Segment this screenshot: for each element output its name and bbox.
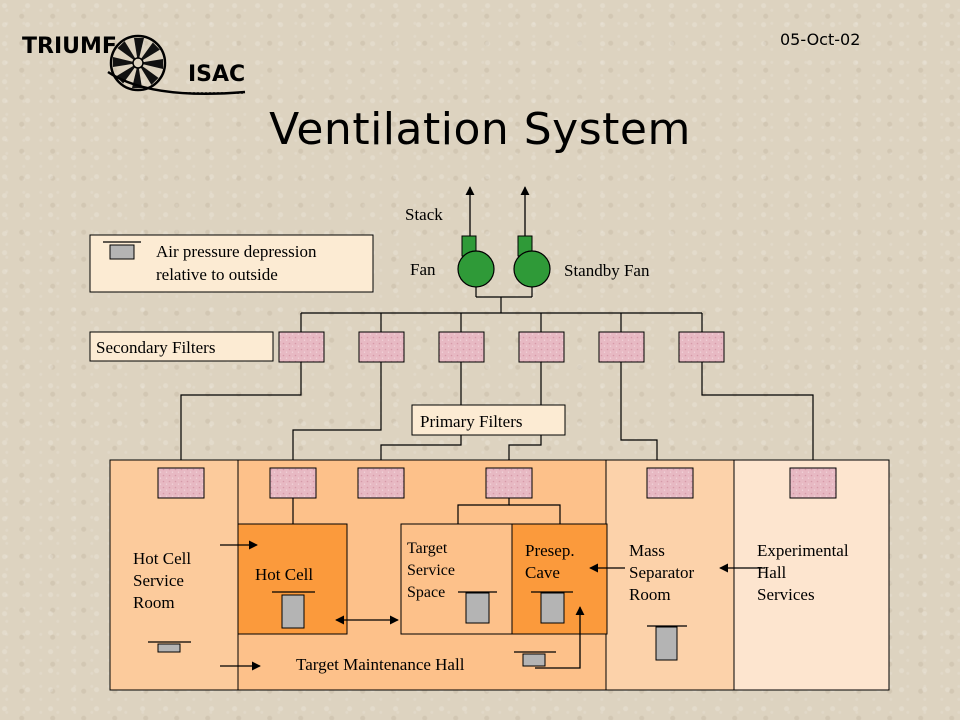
pressure-gauge-icon	[514, 651, 556, 667]
stack-exhaust-arrows	[465, 186, 530, 236]
secondary-filter	[598, 331, 645, 363]
label-line: Presep.	[525, 541, 575, 560]
pressure-gauges	[148, 591, 687, 667]
logo-org-text: TRIUMF	[22, 34, 117, 59]
primary-filters	[157, 467, 837, 499]
secondary-filter	[678, 331, 725, 363]
label-line: Room	[629, 585, 671, 604]
pressure-gauge-icon	[458, 591, 497, 624]
primary-filter	[789, 467, 837, 499]
label-line: Service	[133, 571, 184, 590]
hot-cell-label: Hot Cell	[255, 565, 314, 584]
legend-text-line1: Air pressure depression	[156, 242, 317, 261]
primary-filter	[357, 467, 405, 499]
fan	[457, 235, 495, 288]
fan-header-ducts	[300, 287, 703, 332]
label-line: Services	[757, 585, 815, 604]
secondary-filter	[438, 331, 485, 363]
presep-cave-label: Presep. Cave	[525, 540, 575, 584]
primary-filter	[646, 467, 694, 499]
primary-filters-box	[411, 404, 566, 436]
pressure-gauge-icon	[103, 241, 141, 260]
label-line: Experimental	[757, 541, 849, 560]
primary-filter	[485, 467, 533, 499]
legend-text-line2: relative to outside	[156, 265, 278, 284]
target-service-space	[400, 523, 513, 635]
label-line: Target	[407, 540, 448, 557]
standby-fan-label: Standby Fan	[564, 261, 650, 280]
label-line: Hot Cell	[133, 549, 192, 568]
secondary-filter	[278, 331, 325, 363]
pressure-gauge-icon	[531, 591, 573, 624]
room-ducts	[292, 498, 561, 524]
pressure-gauge-icon	[148, 641, 191, 653]
page-title: Ventilation System	[269, 104, 691, 155]
hot-cell-service-room-label: Hot Cell Service Room	[133, 548, 191, 614]
legend-box	[89, 234, 374, 293]
label-line: Service	[407, 562, 455, 579]
label-line: Space	[407, 584, 446, 601]
secondary-filters	[278, 331, 725, 363]
branch-ducts	[180, 362, 814, 468]
standby-fan	[513, 235, 551, 288]
pressure-gauge-icon	[272, 591, 315, 629]
experimental-hall-services-label: Experimental Hall Services	[757, 540, 849, 606]
secondary-filter	[518, 331, 565, 363]
primary-filter	[269, 467, 317, 499]
logo-swoosh	[107, 70, 246, 95]
stack-label: Stack	[405, 205, 443, 224]
pressure-gauge-icon	[647, 625, 687, 661]
target-service-space-label: Target Service Space	[407, 538, 455, 604]
triumf-cyclotron-emblem	[109, 34, 167, 92]
primary-filter	[157, 467, 205, 499]
label-line: Room	[133, 593, 175, 612]
label-line: Mass	[629, 541, 665, 560]
mass-separator-room-label: Mass Separator Room	[629, 540, 694, 606]
airflow-arrows	[220, 540, 765, 671]
secondary-filters-box	[89, 331, 274, 362]
target-maintenance-hall-label: Target Maintenance Hall	[296, 655, 465, 674]
fan-label: Fan	[410, 260, 436, 279]
label-line: Cave	[525, 563, 560, 582]
logo-facility-text: ISAC	[188, 62, 246, 87]
secondary-filters-label: Secondary Filters	[96, 337, 216, 357]
label-line: Separator	[629, 563, 695, 582]
primary-filters-label: Primary Filters	[420, 411, 523, 431]
secondary-filter	[358, 331, 405, 363]
date-stamp: 05-Oct-02	[780, 30, 861, 49]
label-line: Hall	[757, 563, 787, 582]
